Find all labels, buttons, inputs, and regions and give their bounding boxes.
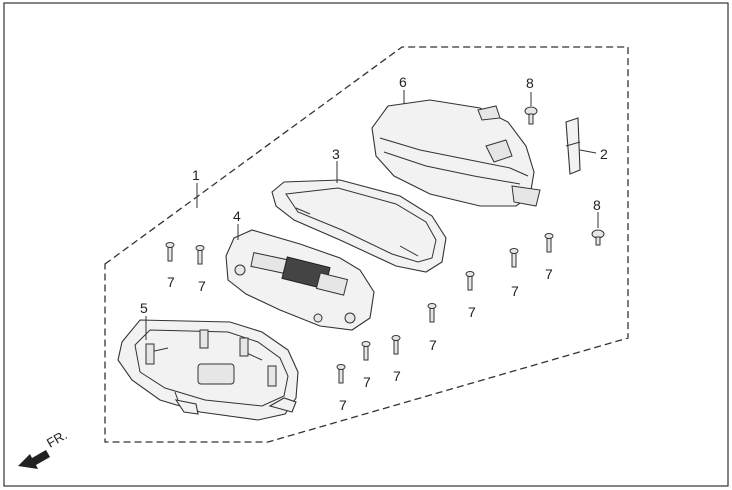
part-8-screw-b bbox=[591, 229, 605, 246]
callout-7: 7 bbox=[511, 283, 519, 299]
callout-7: 7 bbox=[363, 374, 371, 390]
callout-7: 7 bbox=[339, 397, 347, 413]
callout-7: 7 bbox=[198, 278, 206, 294]
callout-6: 6 bbox=[399, 74, 407, 90]
part-7-screws bbox=[165, 233, 554, 384]
callout-4: 4 bbox=[233, 208, 241, 224]
direction-label: FR. bbox=[44, 427, 70, 450]
part-4-meter-panel bbox=[225, 229, 375, 331]
callout-8: 8 bbox=[593, 197, 601, 213]
assembly-boundary bbox=[104, 46, 629, 443]
callout-7: 7 bbox=[429, 337, 437, 353]
callout-7: 7 bbox=[393, 368, 401, 384]
front-direction-arrow: FR. bbox=[18, 427, 70, 469]
callout-1: 1 bbox=[192, 167, 200, 183]
part-3-frame bbox=[271, 179, 447, 273]
callout-7: 7 bbox=[545, 266, 553, 282]
figure-border bbox=[3, 2, 729, 487]
leader-lines bbox=[145, 90, 599, 340]
part-2-clip bbox=[565, 117, 581, 175]
part-5-lower-case bbox=[117, 319, 299, 421]
callout-2: 2 bbox=[600, 146, 608, 162]
callout-5: 5 bbox=[140, 300, 148, 316]
callout-8: 8 bbox=[526, 75, 534, 91]
callout-7: 7 bbox=[468, 304, 476, 320]
part-6-upper-cover bbox=[371, 99, 541, 207]
part-8-screw-a bbox=[524, 106, 538, 125]
callout-7: 7 bbox=[167, 274, 175, 290]
arrow-icon bbox=[18, 450, 50, 469]
callout-3: 3 bbox=[332, 146, 340, 162]
